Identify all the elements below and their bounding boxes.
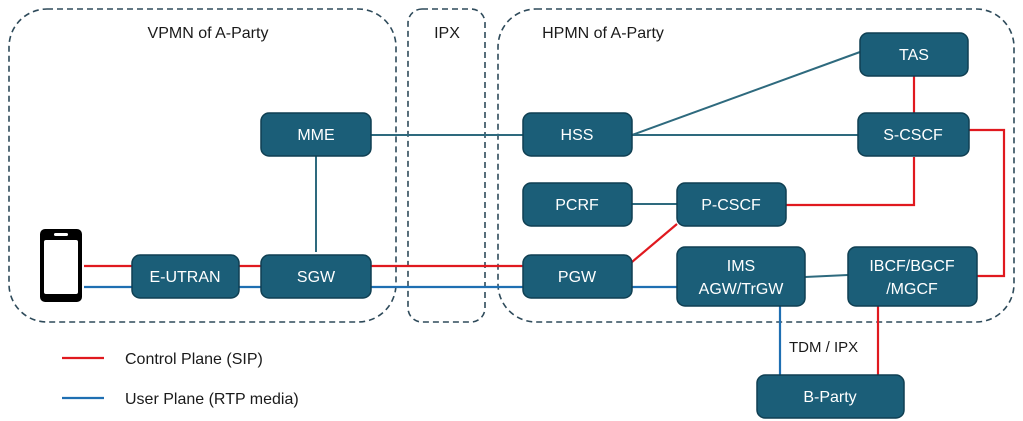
vpmn-region-label: VPMN of A-Party — [148, 25, 269, 42]
cp-pgw-pcscf — [631, 223, 678, 263]
ims-agw-node[interactable]: IMS AGW/TrGW — [676, 246, 806, 307]
nodes: E-UTRAN SGW MME HSS TAS S-CSCF PCRF P-C — [131, 32, 978, 419]
cp-pcscf-scscf — [786, 157, 916, 207]
eutran-label: E-UTRAN — [149, 269, 220, 286]
ibcf-node[interactable]: IBCF/BGCF /MGCF — [847, 246, 978, 307]
control-plane-links — [84, 76, 1006, 375]
ims-label-line2: AGW/TrGW — [699, 281, 785, 298]
tas-label: TAS — [899, 47, 929, 64]
sgw-label: SGW — [297, 269, 336, 286]
pcscf-label: P-CSCF — [701, 197, 761, 214]
hpmn-region-label: HPMN of A-Party — [542, 25, 664, 42]
mme-label: MME — [297, 127, 334, 144]
scscf-label: S-CSCF — [883, 127, 943, 144]
sgw-node[interactable]: SGW — [260, 254, 372, 299]
link-hss-tas — [631, 51, 861, 136]
ibcf-label-line2: /MGCF — [886, 281, 938, 298]
legend: Control Plane (SIP) User Plane (RTP medi… — [62, 351, 299, 408]
regions — [8, 8, 1015, 323]
smartphone-icon — [40, 229, 82, 302]
ipx-region — [407, 8, 486, 323]
scscf-node[interactable]: S-CSCF — [857, 112, 970, 157]
pgw-label: PGW — [558, 269, 597, 286]
link-ims-ibcf — [804, 274, 849, 278]
tas-node[interactable]: TAS — [859, 32, 969, 77]
legend-user-plane-label: User Plane (RTP media) — [125, 391, 299, 408]
pgw-node[interactable]: PGW — [522, 254, 633, 299]
user-plane-links — [84, 285, 782, 375]
hss-label: HSS — [561, 127, 594, 144]
vpmn-region — [8, 8, 397, 323]
interface-links — [315, 51, 861, 278]
hpmn-region — [497, 8, 1015, 323]
ibcf-label-line1: IBCF/BGCF — [869, 258, 955, 275]
pcscf-node[interactable]: P-CSCF — [676, 182, 787, 227]
mme-node[interactable]: MME — [260, 112, 372, 157]
bparty-label: B-Party — [803, 389, 856, 406]
ipx-region-label: IPX — [434, 25, 460, 42]
bparty-node[interactable]: B-Party — [756, 374, 905, 419]
pcrf-node[interactable]: PCRF — [522, 182, 633, 227]
pcrf-label: PCRF — [555, 197, 599, 214]
ims-label-line1: IMS — [727, 258, 755, 275]
legend-control-plane-label: Control Plane (SIP) — [125, 351, 263, 368]
tdm-ipx-label: TDM / IPX — [789, 339, 858, 356]
eutran-node[interactable]: E-UTRAN — [131, 254, 240, 299]
hss-node[interactable]: HSS — [522, 112, 633, 157]
cp-scscf-ibcf — [969, 128, 1006, 278]
